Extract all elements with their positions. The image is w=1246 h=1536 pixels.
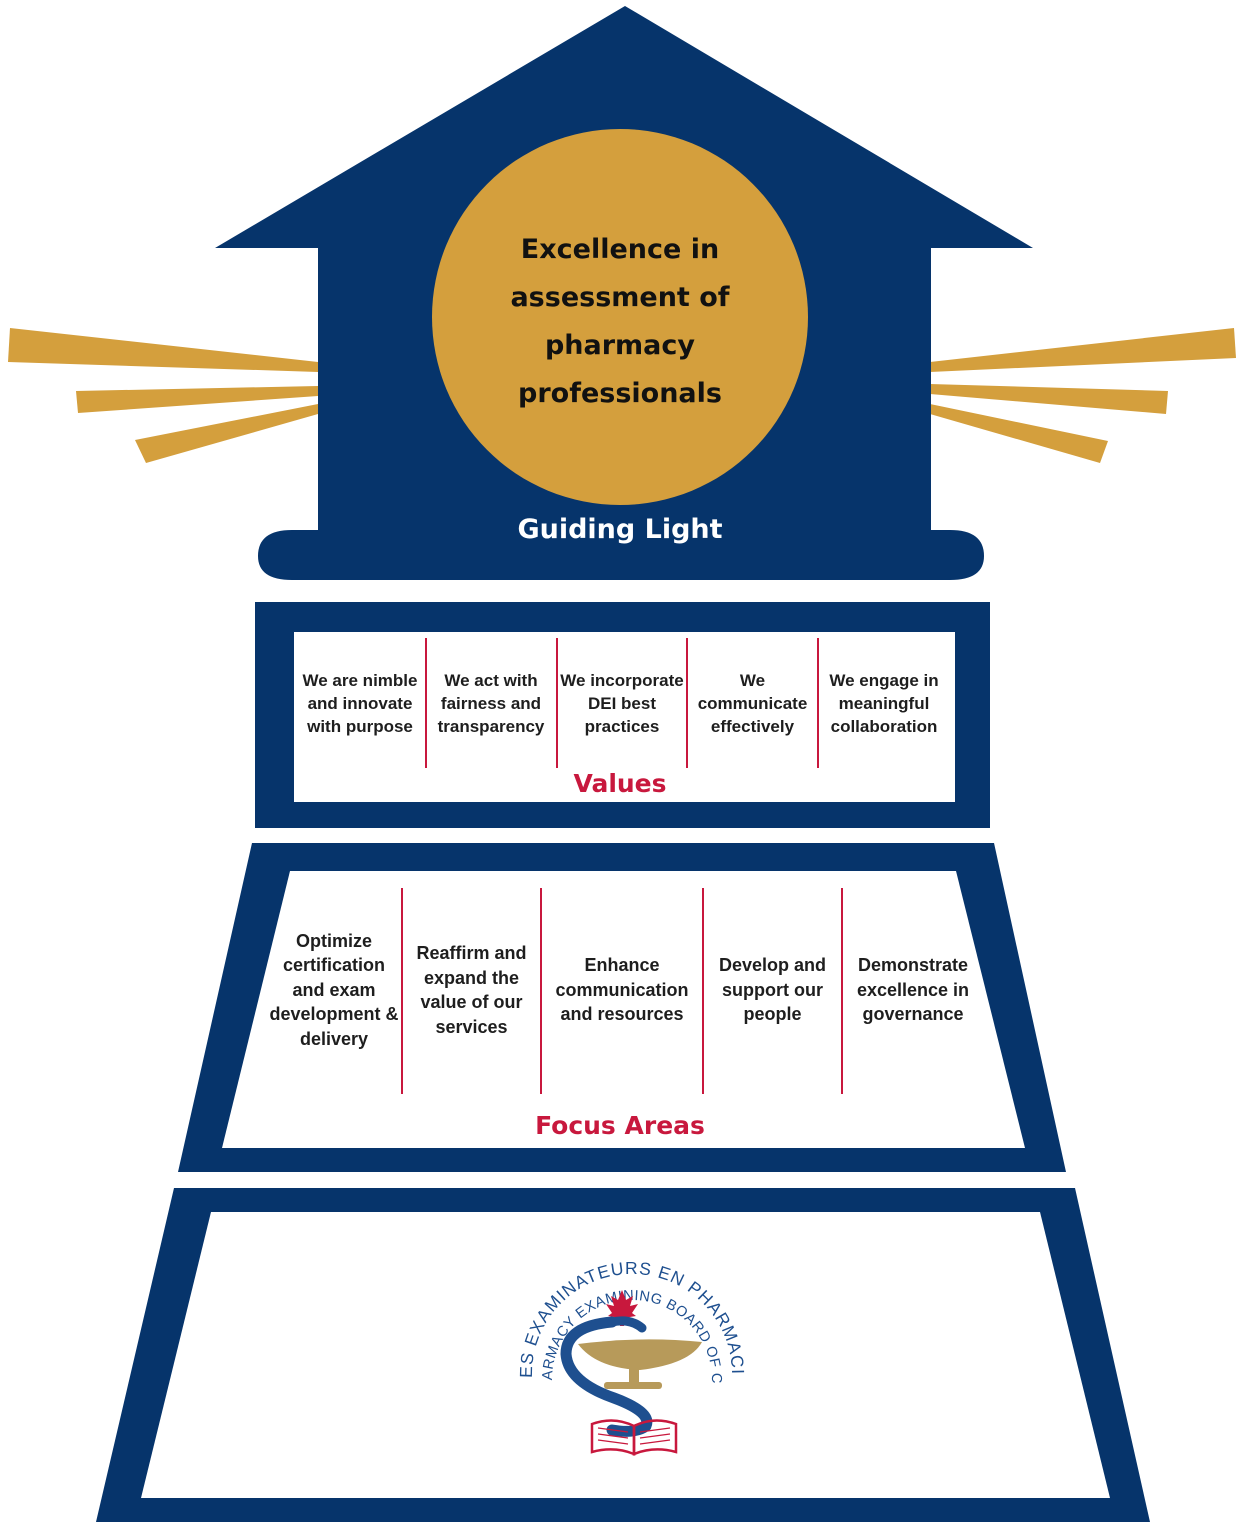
light-ray	[8, 328, 318, 372]
light-ray	[930, 384, 1168, 414]
focus-dividers	[401, 888, 843, 1094]
focus-area-item: Enhance communication and resources	[555, 955, 689, 1025]
value-item: We act with fairness and transparency	[437, 670, 545, 736]
focus-area-item: Demonstrate excellence in governance	[856, 955, 970, 1025]
bowl-base-icon	[604, 1382, 662, 1389]
light-ray	[135, 404, 318, 463]
value-item: We incorporate DEI best practices	[560, 670, 684, 736]
focus-area-item: Optimize certification and exam developm…	[269, 930, 399, 1049]
bowl-of-hygieia-icon	[560, 1316, 702, 1437]
focus-area-item: Reaffirm and expand the value of our ser…	[416, 943, 527, 1037]
value-item: We engage in meaningful collaboration	[829, 670, 939, 736]
values-panel	[294, 632, 955, 802]
guiding-light-circle	[432, 129, 808, 505]
focus-area-item: Develop and support our people	[718, 955, 827, 1025]
focus-panel	[222, 871, 1025, 1148]
focus-areas-title: Focus Areas	[535, 1111, 705, 1140]
serpent-icon	[560, 1316, 653, 1437]
value-item: We are nimble and innovate with purpose	[302, 670, 418, 736]
guiding-light-mission: Excellence in assessment of pharmacy pro…	[510, 234, 730, 409]
light-ray	[930, 328, 1236, 372]
value-item: We communicate effectively	[697, 670, 808, 736]
bowl-icon	[578, 1339, 702, 1370]
light-ray	[930, 404, 1108, 463]
serpent-head-icon	[607, 1316, 647, 1333]
light-ray	[76, 386, 318, 413]
values-title: Values	[573, 769, 667, 798]
book-icon	[590, 1419, 678, 1456]
light-rays	[8, 328, 1236, 463]
bowl-stem-icon	[629, 1368, 639, 1382]
values-dividers	[425, 638, 819, 768]
guiding-light-label: Guiding Light	[517, 514, 723, 545]
